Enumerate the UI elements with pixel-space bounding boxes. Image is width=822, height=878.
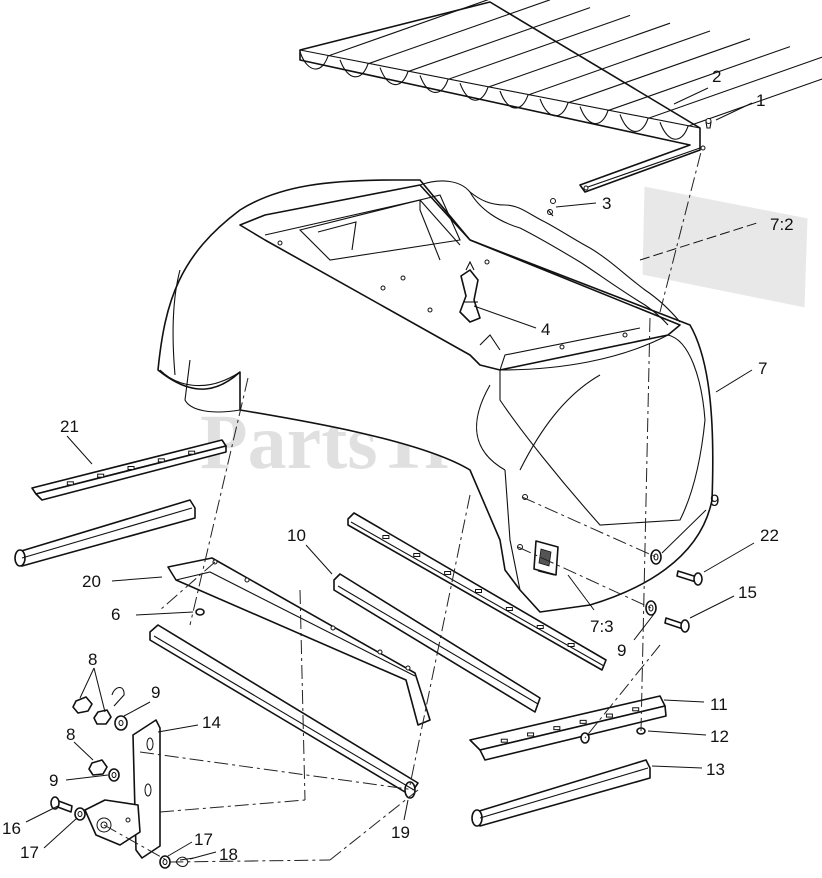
- decal-part-7-2: [639, 185, 809, 309]
- strip-slot: [188, 450, 196, 455]
- callout-15: 15: [738, 583, 757, 602]
- washer-part-17-left: [74, 807, 86, 821]
- panel-rib: [299, 0, 489, 70]
- callout-6: 6: [111, 605, 120, 624]
- fasteners-part-3: [547, 198, 556, 217]
- strip-slot: [475, 589, 482, 593]
- callout-10: 10: [287, 526, 306, 545]
- bolt-part-15: [664, 617, 690, 633]
- angle-strip-part-21: [31, 439, 227, 501]
- corrugated-panel: [299, 0, 822, 193]
- callout-9-lower: 9: [617, 641, 626, 660]
- strip-slot: [632, 707, 640, 712]
- strip-slot: [413, 553, 421, 557]
- callout-8-upper: 8: [88, 650, 97, 669]
- callout-2: 2: [712, 67, 721, 86]
- strip-slot: [157, 458, 165, 463]
- nut-part-6: [195, 608, 205, 616]
- callout-7-2: 7:2: [770, 215, 794, 234]
- strip-slot: [66, 481, 74, 486]
- panel-rib: [579, 46, 791, 125]
- callout-12: 12: [710, 727, 729, 746]
- panel-rib: [419, 14, 631, 93]
- panel-rib: [539, 38, 751, 117]
- assembly-lines: [103, 151, 702, 863]
- angle-strip-center: [347, 512, 607, 671]
- callout-9-left: 9: [49, 771, 58, 790]
- decal-part-7-3: [533, 540, 559, 576]
- panel-rib: [619, 56, 822, 132]
- callout-18: 18: [219, 845, 238, 864]
- callout-14: 14: [202, 713, 221, 732]
- tube-part-13: [471, 759, 651, 827]
- hood-part-7: [157, 179, 714, 613]
- callout-20: 20: [82, 572, 101, 591]
- nut-part-8-lower: [88, 759, 108, 776]
- bolt-part-22: [676, 570, 703, 586]
- strip-slot: [500, 738, 508, 743]
- callout-22: 22: [760, 526, 779, 545]
- callout-11: 11: [710, 695, 728, 714]
- callout-7: 7: [758, 359, 767, 378]
- strip-slot: [97, 473, 105, 478]
- strip-slot: [567, 643, 575, 647]
- panel-rib: [379, 7, 591, 86]
- plate-part-20: [167, 557, 431, 726]
- callout-13: 13: [706, 760, 725, 779]
- panel-rib: [339, 0, 551, 78]
- strip-slot: [553, 726, 561, 731]
- strip-slot: [605, 713, 613, 718]
- nut-part-8-upper: [72, 686, 125, 725]
- panel-rib: [499, 30, 711, 109]
- strip-slot: [382, 535, 390, 539]
- washer-part-9-bracket: [114, 715, 128, 731]
- strip-slot: [444, 571, 452, 575]
- panel-rib: [659, 78, 822, 140]
- callout-21: 21: [60, 417, 79, 436]
- callout-17-right: 17: [194, 830, 213, 849]
- washer-part-9-left: [108, 768, 120, 782]
- leader-lines: [25, 87, 755, 860]
- seal-part-10: [333, 573, 541, 713]
- angle-plate-part-11: [469, 695, 667, 761]
- callout-4: 4: [541, 320, 550, 339]
- strip-slot: [505, 607, 513, 611]
- bracket-part-14: [84, 719, 161, 859]
- callout-19: 19: [391, 823, 410, 842]
- strip-slot: [579, 719, 587, 724]
- callout-16: 16: [2, 819, 21, 838]
- latch-part-4: [459, 260, 481, 323]
- washer-part-17-right: [159, 855, 171, 869]
- callout-labels: 2 1 3 7:2 4 7 21 9 22 10 20 15 7:3 6 9 8…: [2, 67, 794, 864]
- strip-slot: [536, 625, 544, 629]
- callout-7-3: 7:3: [590, 617, 614, 636]
- tube-part-19: [149, 624, 419, 799]
- callout-9-bracket: 9: [151, 683, 160, 702]
- callout-9-upper: 9: [710, 491, 719, 510]
- callout-3: 3: [602, 194, 611, 213]
- callout-8-lower: 8: [66, 725, 75, 744]
- screw-part-1: [705, 118, 712, 129]
- callout-1: 1: [756, 91, 765, 110]
- panel-rib: [459, 22, 671, 101]
- washer-part-9-lower: [645, 600, 657, 616]
- callout-17-left: 17: [20, 843, 39, 862]
- bolt-part-16: [50, 796, 73, 813]
- seal-tube-upper-left: [14, 499, 196, 567]
- strip-slot: [127, 466, 135, 470]
- strip-slot: [527, 732, 535, 737]
- washer-part-9-upper: [650, 549, 662, 565]
